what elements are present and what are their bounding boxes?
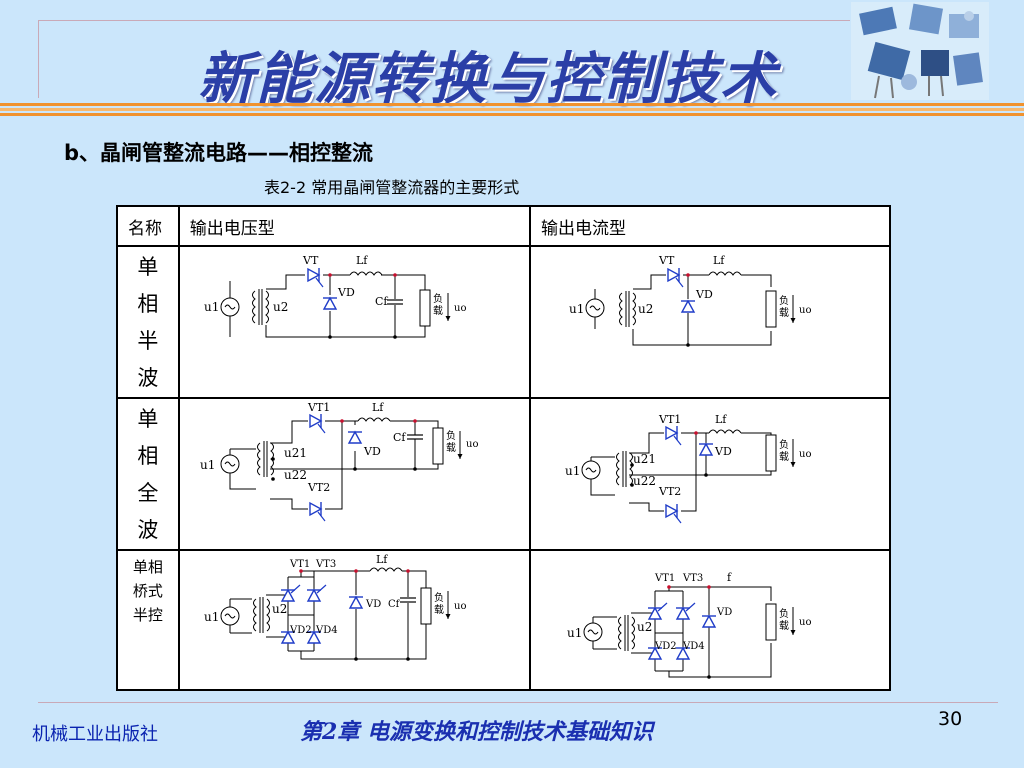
label-lf: Lf <box>713 254 725 267</box>
label-uo: uo <box>799 305 811 316</box>
header-voltage-type: 输出电压型 <box>177 205 532 247</box>
cell-bridge-voltage: VT1 VT3 Lf VD Cf VD2 VD4 u1 u2 负 载 uo <box>177 549 532 691</box>
label-vd: VD <box>695 288 713 301</box>
label-load-1: 负 <box>433 292 443 305</box>
label-uo: uo <box>799 617 811 628</box>
label-u22: u22 <box>633 474 656 488</box>
label-f: f <box>727 571 732 584</box>
rectifier-table: 名称 输出电压型 输出电流型 单 相 半 波 <box>116 205 891 691</box>
label-uo: uo <box>799 449 811 460</box>
cell-full-wave-voltage: VT1 Lf VD Cf VT2 u1 u21 u22 负 载 uo <box>177 397 532 551</box>
table-row: 单 相 全 波 <box>116 397 891 551</box>
table-row: 单相 桥式 半控 <box>116 549 891 691</box>
table-caption: 表2-2 常用晶闸管整流器的主要形式 <box>264 178 520 197</box>
label-uo: uo <box>454 303 466 314</box>
label-load-2: 载 <box>434 604 444 616</box>
circuit-bridge-current: VT1 VT3 f VD VD2 VD4 u1 u2 负 载 uo <box>567 571 811 679</box>
publisher-name: 机械工业出版社 <box>32 724 158 745</box>
circuit-half-wave-current: VT Lf VD u1 u2 负 载 uo <box>569 254 811 347</box>
row-name-bridge: 单相 桥式 半控 <box>116 549 180 691</box>
label-vt: VT <box>302 254 319 267</box>
label-vt3: VT3 <box>315 559 336 570</box>
label-vt1: VT1 <box>289 559 310 570</box>
frame-left-line <box>38 20 39 98</box>
label-u1: u1 <box>200 458 215 472</box>
label-load-2: 载 <box>433 305 443 317</box>
orange-bar-mid <box>0 108 1024 111</box>
label-lf: Lf <box>715 413 727 426</box>
cell-full-wave-current: VT1 Lf VD VT2 u1 u21 u22 负 载 uo <box>529 397 891 551</box>
row-name-full-wave: 单 相 全 波 <box>116 397 180 551</box>
label-vd: VD <box>337 286 355 299</box>
label-u21: u21 <box>284 446 307 460</box>
label-u22: u22 <box>284 468 307 482</box>
orange-bar-bottom <box>0 113 1024 116</box>
label-vd2: VD2 <box>289 625 312 636</box>
label-vt: VT <box>658 254 675 267</box>
label-vd4: VD4 <box>315 625 338 636</box>
cell-bridge-current: VT1 VT3 f VD VD2 VD4 u1 u2 负 载 uo <box>529 549 891 691</box>
label-load-1: 负 <box>779 294 789 307</box>
label-uo: uo <box>454 601 466 612</box>
label-u1: u1 <box>569 302 584 316</box>
label-vd2: VD2 <box>654 641 677 652</box>
label-vd: VD <box>363 445 381 458</box>
label-u1: u1 <box>204 300 219 314</box>
label-vt1: VT1 <box>654 573 675 584</box>
table-row: 单 相 半 波 <box>116 245 891 399</box>
orange-bar-top <box>0 103 1024 106</box>
circuit-half-wave-voltage: VT Lf VD Cf u1 u2 负 载 uo <box>204 254 466 339</box>
label-u21: u21 <box>633 452 656 466</box>
label-lf: Lf <box>372 401 384 414</box>
label-cf: Cf <box>393 431 406 444</box>
label-vd: VD <box>716 607 732 618</box>
label-vt1: VT1 <box>658 413 681 426</box>
label-vd: VD <box>365 599 381 610</box>
label-u2: u2 <box>273 300 288 314</box>
label-vt3: VT3 <box>682 573 703 584</box>
label-load-2: 载 <box>779 307 789 319</box>
label-u1: u1 <box>204 610 219 624</box>
label-load-1: 负 <box>446 429 456 442</box>
header-name: 名称 <box>116 205 180 247</box>
frame-top-line <box>38 20 850 21</box>
table-header-row: 名称 输出电压型 输出电流型 <box>116 205 891 247</box>
label-vd: VD <box>714 445 732 458</box>
chapter-title: 第2章 电源变换和控制技术基础知识 <box>300 719 653 745</box>
label-vd4: VD4 <box>682 641 705 652</box>
label-load-2: 载 <box>779 451 789 463</box>
label-lf: Lf <box>376 553 388 566</box>
label-lf: Lf <box>356 254 368 267</box>
label-vt2: VT2 <box>307 481 330 494</box>
label-cf: Cf <box>388 599 401 610</box>
circuit-bridge-voltage: VT1 VT3 Lf VD Cf VD2 VD4 u1 u2 负 载 uo <box>204 553 466 661</box>
label-uo: uo <box>466 439 478 450</box>
row-name-half-wave: 单 相 半 波 <box>116 245 180 399</box>
label-load-1: 负 <box>779 438 789 451</box>
label-u2: u2 <box>272 602 287 616</box>
section-heading: b、晶闸管整流电路——相控整流 <box>64 141 374 165</box>
header-current-type: 输出电流型 <box>529 205 891 247</box>
components-logo-image <box>851 2 989 100</box>
frame-bottom-line <box>38 702 998 703</box>
label-u2: u2 <box>638 302 653 316</box>
label-vt1: VT1 <box>307 401 330 414</box>
circuit-full-wave-voltage: VT1 Lf VD Cf VT2 u1 u21 u22 负 载 uo <box>200 401 478 522</box>
label-u1: u1 <box>565 464 580 478</box>
label-load-2: 载 <box>446 442 456 454</box>
slide-title: 新能源转换与控制技术 <box>198 47 778 112</box>
label-vt2: VT2 <box>658 485 681 498</box>
label-u2: u2 <box>637 620 652 634</box>
label-load-1: 负 <box>779 607 789 620</box>
page-number: 30 <box>938 708 963 730</box>
cell-half-wave-current: VT Lf VD u1 u2 负 载 uo <box>529 245 891 399</box>
label-load-1: 负 <box>434 591 444 604</box>
cell-half-wave-voltage: VT Lf VD Cf u1 u2 负 载 uo <box>177 245 532 399</box>
circuit-full-wave-current: VT1 Lf VD VT2 u1 u21 u22 负 载 uo <box>565 413 811 524</box>
label-load-2: 载 <box>779 620 789 632</box>
label-cf: Cf <box>375 295 388 308</box>
label-u1: u1 <box>567 626 582 640</box>
